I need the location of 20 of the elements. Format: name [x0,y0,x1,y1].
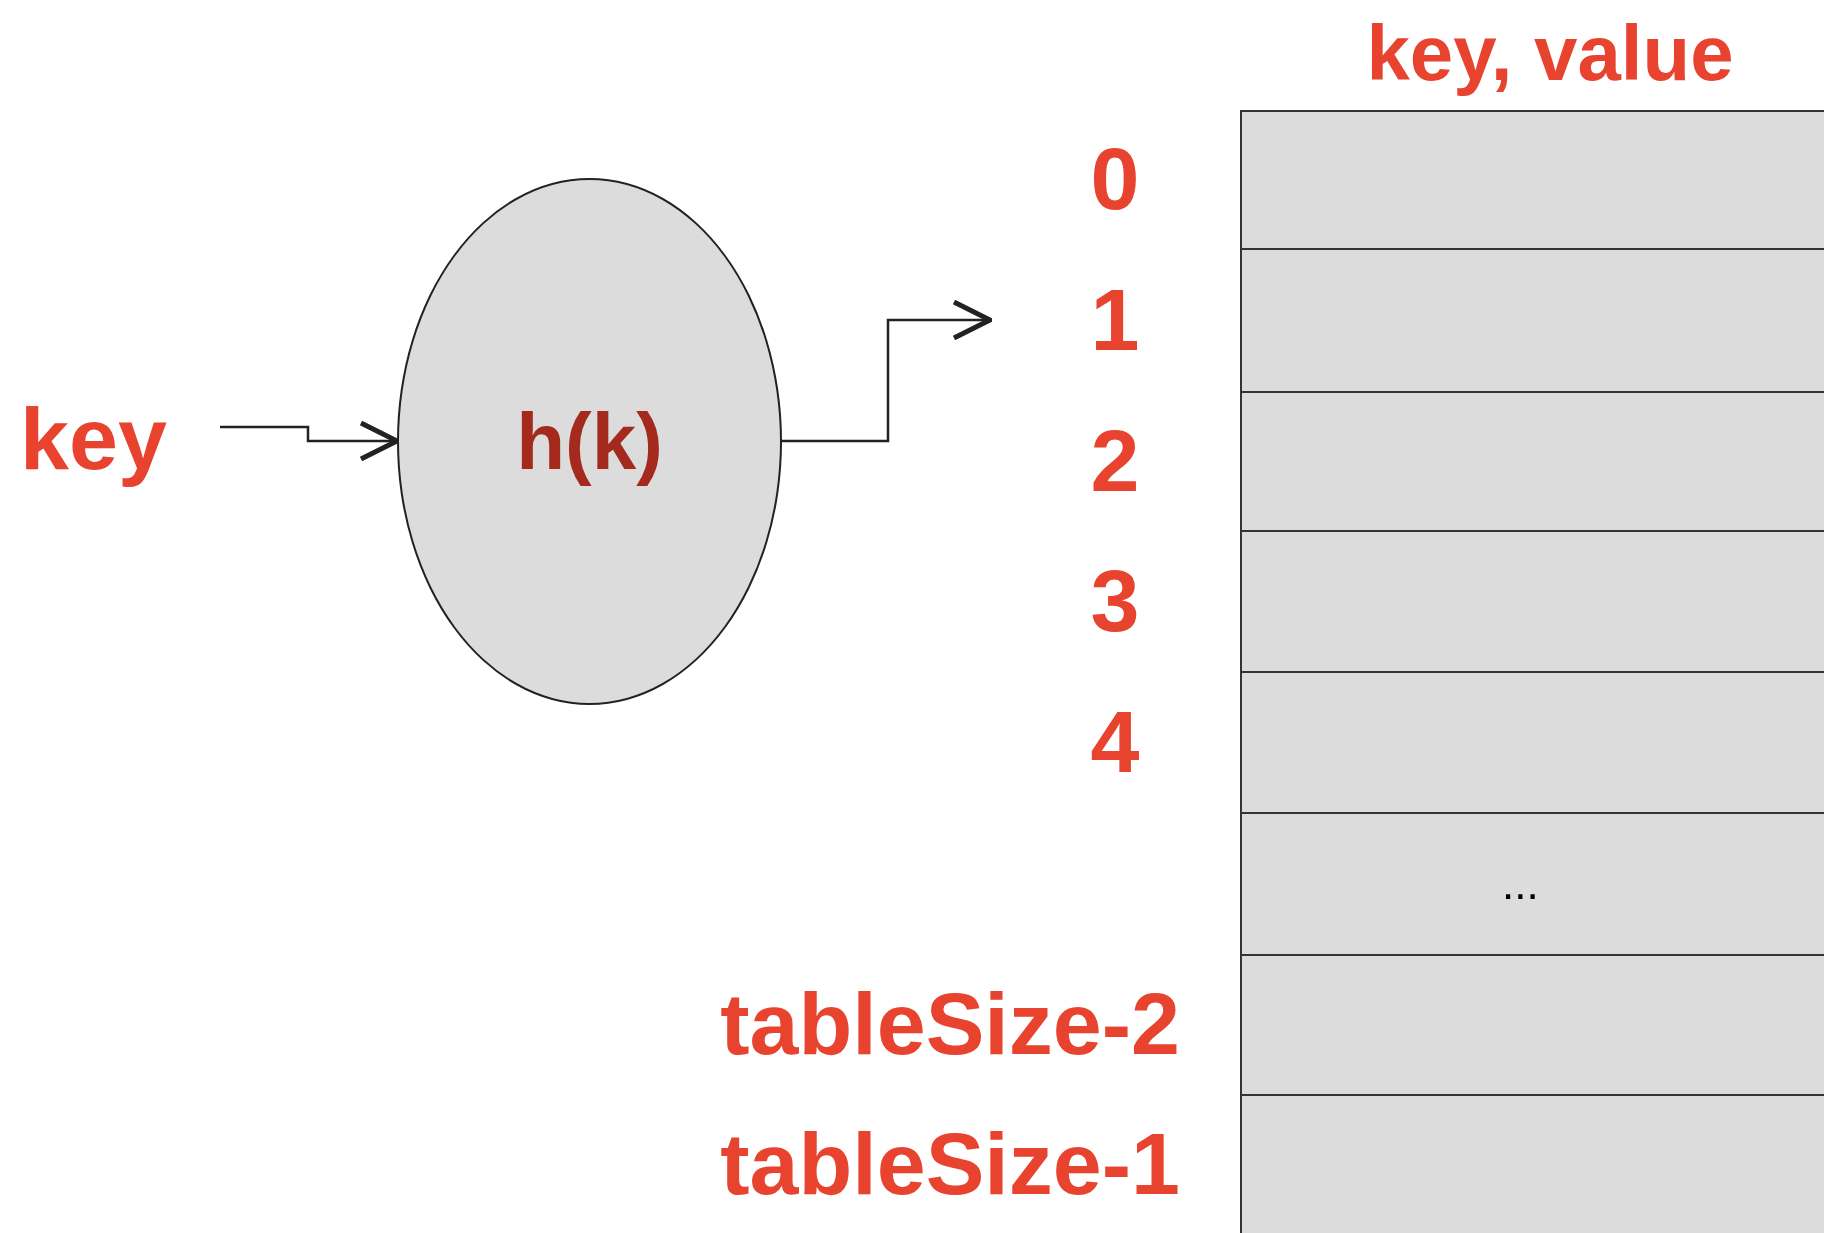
table-slot [1242,814,1824,956]
function-label: h(k) [516,395,663,488]
index-label: 3 [1089,556,1141,645]
index-label: 2 [1089,416,1141,505]
index-label: 4 [1089,697,1141,786]
hash-table [1240,110,1824,1233]
index-label: tableSize-1 [720,1119,1180,1208]
table-slot [1242,393,1824,532]
arrow [220,420,400,462]
arrow [782,299,993,443]
index-label: tableSize-2 [720,980,1180,1068]
table-slot [1242,532,1824,673]
table-slot [1242,956,1824,1096]
table-slot [1242,112,1824,250]
table-slot [1242,673,1824,814]
table-slot [1242,1096,1824,1233]
index-label: 0 [1089,135,1141,223]
table-slot [1242,250,1824,393]
index-label: 1 [1065,275,1165,364]
ellipsis-text: ... [1502,859,1539,909]
